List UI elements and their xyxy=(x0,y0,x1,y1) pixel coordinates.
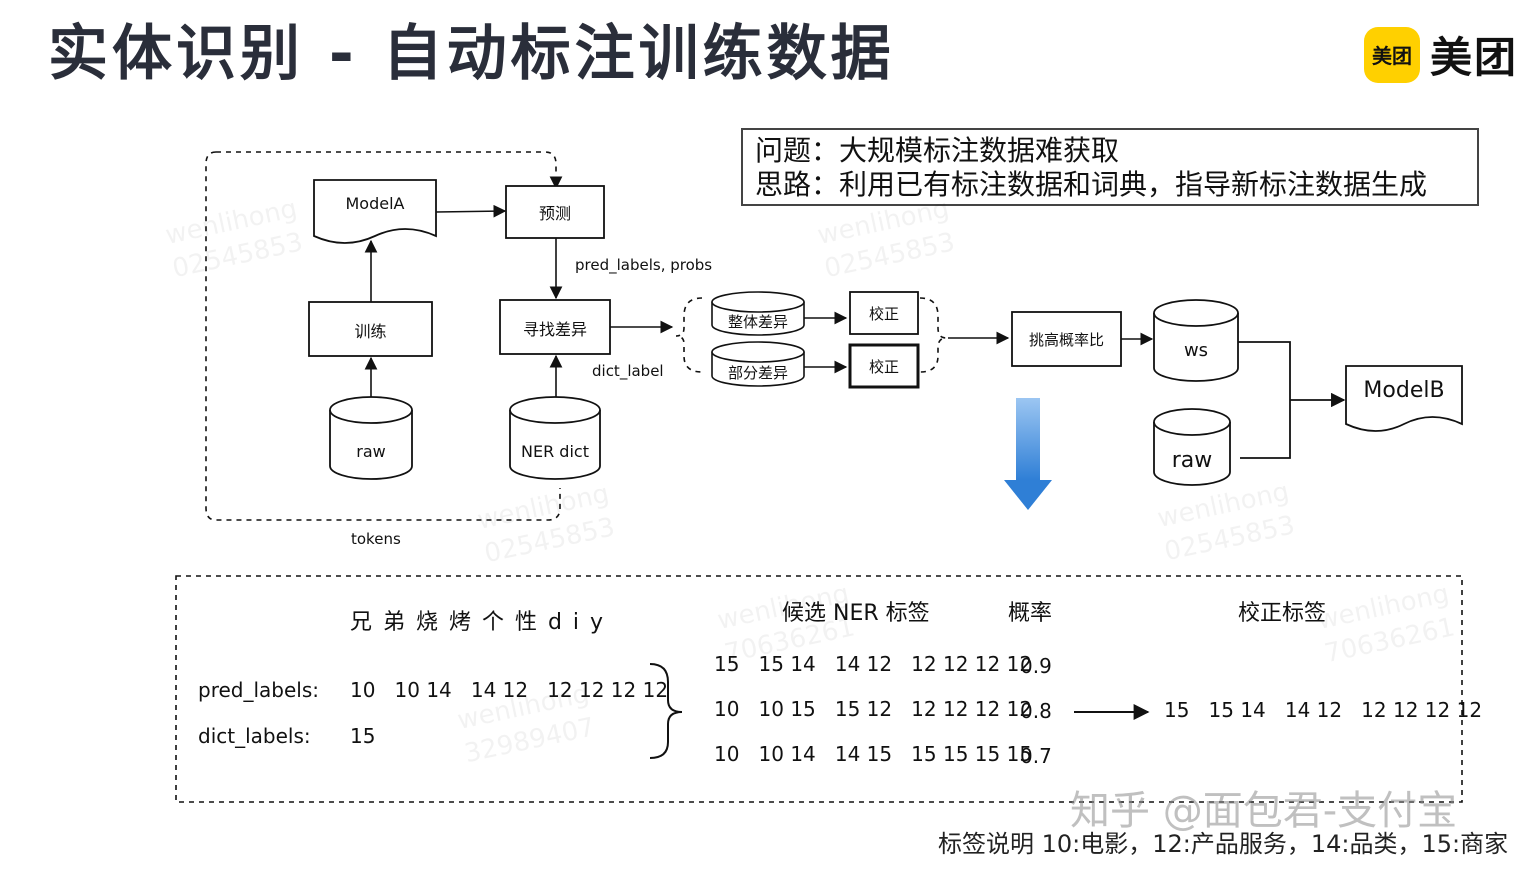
edge-tokens-label: tokens xyxy=(351,530,401,548)
col-corrected-header: 校正标签 xyxy=(1238,601,1327,626)
finddiff-node xyxy=(499,299,611,355)
raw-right-label: raw xyxy=(1171,448,1213,473)
candidate-row-1: 15 15 14 14 12 12 12 12 12 xyxy=(714,652,1033,676)
feedback-loop-dashed xyxy=(216,151,556,188)
merge-ws-modelB xyxy=(1238,341,1291,459)
correct2-node xyxy=(848,343,920,389)
predict-label: 预测 xyxy=(538,204,571,223)
partial-diff-label: 部分差异 xyxy=(727,364,788,382)
arrow-modelA-predict xyxy=(435,204,507,218)
ws-node xyxy=(1153,299,1239,382)
pred-labels-key: pred_labels: xyxy=(198,678,320,702)
col-candidate-header: 候选 NER 标签 xyxy=(782,601,930,626)
candidate-prob-3: 0.7 xyxy=(1020,744,1052,768)
pick-high-label: 挑高概率比 xyxy=(1028,331,1104,349)
nerdict-label: NER dict xyxy=(521,442,589,461)
dict-labels-values: 15 xyxy=(350,724,376,748)
correct2-label: 校正 xyxy=(868,358,899,376)
raw-left-label: raw xyxy=(356,442,386,461)
modelB-label: ModelB xyxy=(1363,378,1445,403)
tokens-loop-dashed xyxy=(205,151,561,521)
modelA-label: ModelA xyxy=(345,194,405,213)
dict-labels-key: dict_labels: xyxy=(198,724,311,748)
legend-note: 标签说明 10:电影，12:产品服务，14:品类，15:商家 xyxy=(938,830,1509,858)
ws-label: ws xyxy=(1183,340,1209,361)
raw-left-node xyxy=(329,396,413,480)
problem-box: 问题：大规模标注数据难获取 思路：利用已有标注数据和词典，指导新标注数据生成 xyxy=(741,128,1479,206)
down-arrow-icon xyxy=(1004,398,1052,510)
modelB-node xyxy=(1345,365,1463,432)
partial-diff-node xyxy=(711,341,805,387)
col-prob-header: 概率 xyxy=(1008,601,1053,626)
predict-node xyxy=(505,185,605,239)
candidate-row-2: 10 10 15 15 12 12 12 12 12 xyxy=(714,697,1033,721)
page-title: 实体识别 - 自动标注训练数据 xyxy=(48,19,895,89)
idea-line: 思路：利用已有标注数据和词典，指导新标注数据生成 xyxy=(755,168,1428,201)
logo-badge-icon: 美团 xyxy=(1364,26,1420,83)
curly-brace xyxy=(649,663,683,759)
edge-dict-label: dict_label xyxy=(592,362,664,380)
split-bracket-left xyxy=(675,297,703,373)
raw-right-node xyxy=(1153,408,1231,486)
problem-line: 问题：大规模标注数据难获取 xyxy=(755,134,1120,167)
corrected-labels: 15 15 14 14 12 12 12 12 12 xyxy=(1164,698,1483,722)
ner-dict-node xyxy=(509,396,601,480)
pick-high-node xyxy=(1011,311,1122,367)
modelA-node xyxy=(313,179,437,244)
train-label: 训练 xyxy=(354,322,387,341)
example-box xyxy=(175,575,1463,803)
candidate-prob-2: 0.8 xyxy=(1020,699,1052,723)
logo-text: 美团 xyxy=(1430,33,1519,82)
overall-diff-label: 整体差异 xyxy=(727,313,788,331)
pred-labels-values: 10 10 14 14 12 12 12 12 12 xyxy=(350,678,669,702)
correct1-label: 校正 xyxy=(868,305,899,323)
credit-watermark: 知乎 @面包君-支付宝 xyxy=(1070,788,1458,834)
edge-pred-label: pred_labels, probs xyxy=(575,256,713,274)
meituan-logo: 美团 美团 xyxy=(1364,24,1518,85)
candidate-row-3: 10 10 14 14 15 15 15 15 15 xyxy=(714,742,1033,766)
overall-diff-node xyxy=(711,291,805,336)
correct1-node xyxy=(849,291,919,335)
candidate-prob-1: 0.9 xyxy=(1020,654,1052,678)
example-chars: 兄 弟 烧 烤 个 性 d i y xyxy=(350,610,606,635)
finddiff-label: 寻找差异 xyxy=(522,320,587,339)
split-bracket-right xyxy=(919,297,947,373)
